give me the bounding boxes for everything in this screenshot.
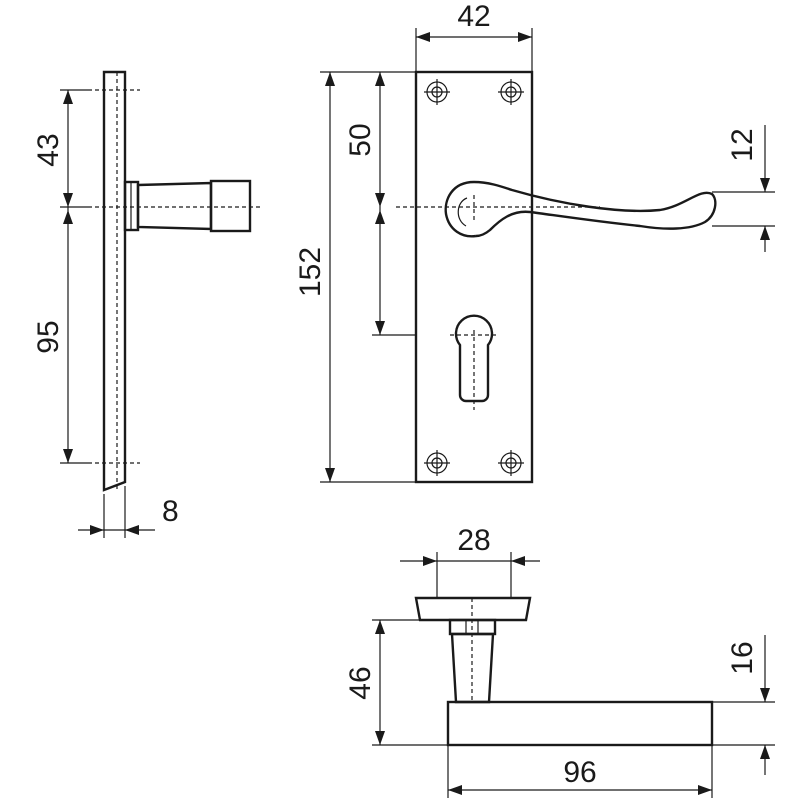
side-view-backplate xyxy=(102,70,127,492)
keyhole-icon xyxy=(454,314,494,403)
dim-side-top-offset: 43 xyxy=(32,133,65,166)
plan-view: 28 46 16 96 xyxy=(344,524,775,798)
scroll-lever-icon xyxy=(444,180,717,238)
dim-centre-distance: 50 xyxy=(344,123,377,156)
side-view: 43 95 8 xyxy=(32,70,262,538)
screw-icon-bottom-left xyxy=(424,450,450,476)
dim-lever-length: 96 xyxy=(563,756,596,789)
side-view-lever-neck xyxy=(136,181,213,231)
dim-side-thickness: 8 xyxy=(162,495,179,528)
screw-icon-top-right xyxy=(498,79,524,105)
plan-view-lever-bar xyxy=(446,700,714,747)
screw-icon-bottom-right xyxy=(498,450,524,476)
dim-lever-height: 16 xyxy=(726,641,759,674)
plan-view-rose xyxy=(414,596,532,622)
dim-rose-width: 28 xyxy=(457,524,490,557)
screw-icon-top-left xyxy=(424,79,450,105)
dim-side-bottom-offset: 95 xyxy=(32,320,65,353)
front-view: 42 152 50 12 xyxy=(294,0,775,484)
dim-plate-width: 42 xyxy=(457,0,490,33)
dim-lever-projection: 46 xyxy=(344,666,377,699)
front-view-backplate xyxy=(414,70,534,484)
dim-lever-width: 12 xyxy=(726,128,759,161)
side-view-lever-end xyxy=(209,179,252,233)
dim-plate-height: 152 xyxy=(294,247,327,297)
